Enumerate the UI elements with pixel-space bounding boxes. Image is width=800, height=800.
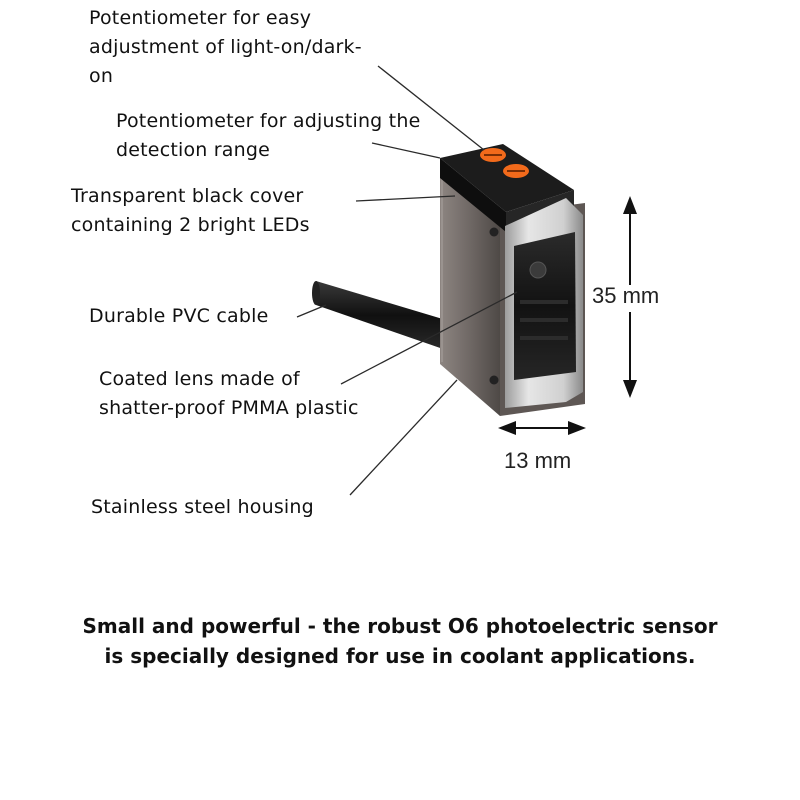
width-dimension-arrow bbox=[498, 421, 586, 435]
pmma-lens bbox=[514, 232, 576, 380]
height-dimension-arrow bbox=[623, 196, 637, 398]
label-line: on bbox=[89, 65, 114, 87]
potentiometer-light-dark-knob bbox=[480, 148, 506, 162]
leader-pot-range bbox=[371, 142, 441, 159]
leader-cable bbox=[296, 304, 327, 318]
height-dimension-label: 35 mm bbox=[592, 283, 660, 308]
caption-line-2: is specially designed for use in coolant… bbox=[104, 644, 696, 668]
pvc-cable bbox=[312, 281, 446, 350]
width-dimension-label: 13 mm bbox=[504, 448, 572, 473]
label-line: Transparent black cover bbox=[71, 185, 304, 207]
caption-line-1: Small and powerful - the robust O6 photo… bbox=[82, 614, 718, 638]
label-steel-housing: Stainless steel housing bbox=[91, 496, 314, 518]
label-line: detection range bbox=[116, 139, 271, 161]
label-black-cover: Transparent black cover containing 2 bri… bbox=[71, 182, 310, 240]
caption: Small and powerful - the robust O6 photo… bbox=[0, 611, 800, 671]
leader-lines bbox=[296, 65, 518, 496]
label-line: adjustment of light-on/dark- bbox=[89, 36, 362, 58]
leader-lens bbox=[340, 291, 518, 385]
label-potentiometer-range: Potentiometer for adjusting the detectio… bbox=[116, 107, 420, 165]
potentiometer-range-knob bbox=[503, 164, 529, 178]
leader-housing bbox=[349, 379, 458, 496]
label-line: shatter-proof PMMA plastic bbox=[99, 397, 359, 419]
label-line: Coated lens made of bbox=[99, 368, 300, 390]
label-line: Potentiometer for adjusting the bbox=[116, 110, 421, 132]
label-potentiometer-light-dark: Potentiometer for easy adjustment of lig… bbox=[89, 4, 362, 91]
leader-pot-light-dark bbox=[377, 65, 485, 151]
label-line: Potentiometer for easy bbox=[89, 7, 312, 29]
label-coated-lens: Coated lens made of shatter-proof PMMA p… bbox=[99, 365, 359, 423]
leader-cover bbox=[355, 195, 456, 202]
label-pvc-cable: Durable PVC cable bbox=[89, 305, 269, 327]
label-line: containing 2 bright LEDs bbox=[71, 214, 310, 236]
